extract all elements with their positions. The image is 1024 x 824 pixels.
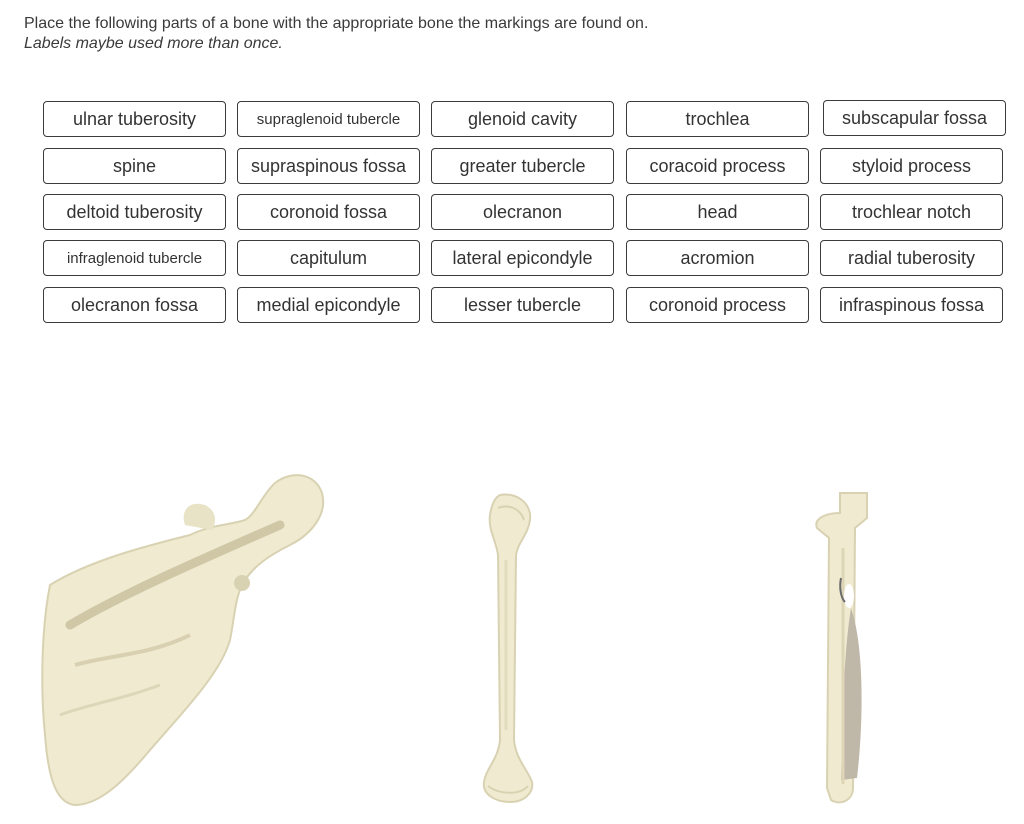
scapula-image[interactable] bbox=[30, 465, 340, 810]
label-chip-radial-tuberosity[interactable]: radial tuberosity bbox=[820, 240, 1003, 276]
label-chip-coracoid-process[interactable]: coracoid process bbox=[626, 148, 809, 184]
label-chip-deltoid-tuberosity[interactable]: deltoid tuberosity bbox=[43, 194, 226, 230]
label-chip-infraglenoid-tubercle[interactable]: infraglenoid tubercle bbox=[43, 240, 226, 276]
label-chip-coronoid-fossa[interactable]: coronoid fossa bbox=[237, 194, 420, 230]
label-chip-capitulum[interactable]: capitulum bbox=[237, 240, 420, 276]
label-chip-acromion[interactable]: acromion bbox=[626, 240, 809, 276]
ulna-radius-image[interactable] bbox=[805, 488, 885, 813]
label-chip-ulnar-tuberosity[interactable]: ulnar tuberosity bbox=[43, 101, 226, 137]
label-chip-supraglenoid-tubercle[interactable]: supraglenoid tubercle bbox=[237, 101, 420, 137]
label-chip-head[interactable]: head bbox=[626, 194, 809, 230]
label-chip-olecranon[interactable]: olecranon bbox=[431, 194, 614, 230]
label-chip-glenoid-cavity[interactable]: glenoid cavity bbox=[431, 101, 614, 137]
label-chip-styloid-process[interactable]: styloid process bbox=[820, 148, 1003, 184]
instructions: Place the following parts of a bone with… bbox=[24, 14, 648, 54]
label-chip-medial-epicondyle[interactable]: medial epicondyle bbox=[237, 287, 420, 323]
label-chip-coronoid-process[interactable]: coronoid process bbox=[626, 287, 809, 323]
label-chip-subscapular-fossa[interactable]: subscapular fossa bbox=[823, 100, 1006, 136]
label-chip-supraspinous-fossa[interactable]: supraspinous fossa bbox=[237, 148, 420, 184]
label-chip-greater-tubercle[interactable]: greater tubercle bbox=[431, 148, 614, 184]
label-chip-lateral-epicondyle[interactable]: lateral epicondyle bbox=[431, 240, 614, 276]
instruction-text: Place the following parts of a bone with… bbox=[24, 15, 649, 32]
label-chip-infraspinous-fossa[interactable]: infraspinous fossa bbox=[820, 287, 1003, 323]
label-chip-spine[interactable]: spine bbox=[43, 148, 226, 184]
label-chip-olecranon-fossa[interactable]: olecranon fossa bbox=[43, 287, 226, 323]
label-chip-lesser-tubercle[interactable]: lesser tubercle bbox=[431, 287, 614, 323]
humerus-image[interactable] bbox=[470, 490, 550, 810]
instruction-note: Labels maybe used more than once. bbox=[24, 35, 283, 52]
label-chip-trochlear-notch[interactable]: trochlear notch bbox=[820, 194, 1003, 230]
label-chip-trochlea[interactable]: trochlea bbox=[626, 101, 809, 137]
